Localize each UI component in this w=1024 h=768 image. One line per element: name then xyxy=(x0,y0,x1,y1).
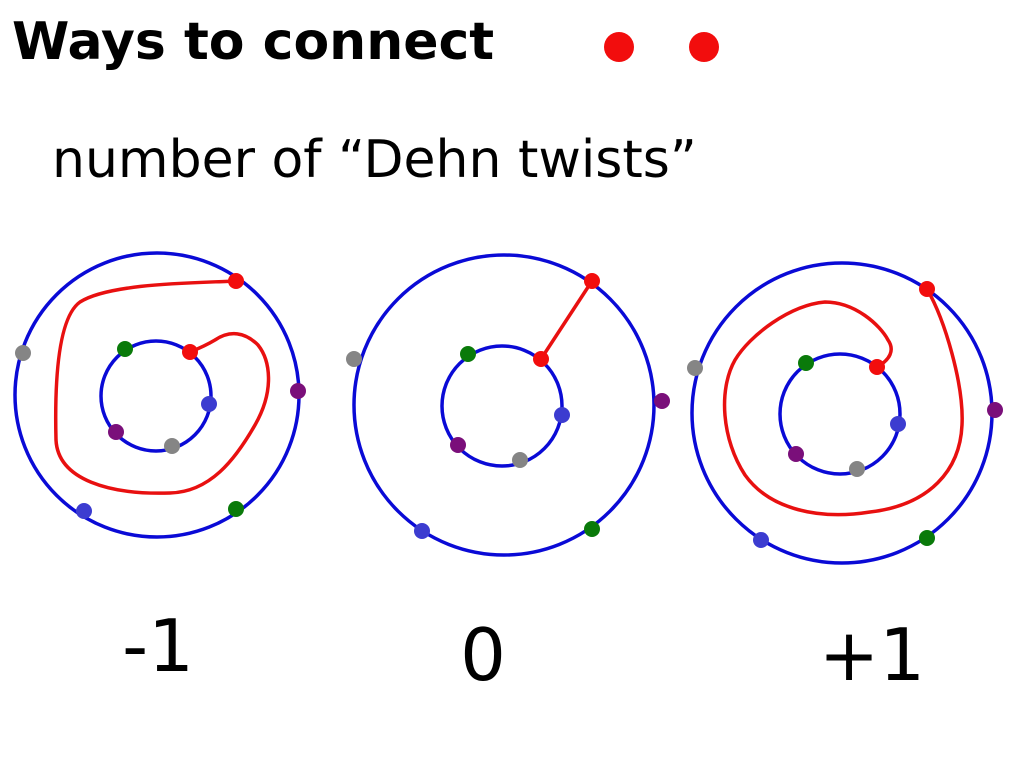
gray-marker xyxy=(687,360,703,376)
red-marker xyxy=(182,344,198,360)
twist-count-label: 0 xyxy=(460,613,506,697)
panel-plus-one xyxy=(687,261,1003,565)
connecting-path xyxy=(53,279,271,495)
connecting-path xyxy=(539,280,594,360)
red-marker xyxy=(869,359,885,375)
connecting-path xyxy=(722,288,964,517)
outer-markers xyxy=(15,273,306,519)
green-marker xyxy=(919,530,935,546)
red-dot-icon xyxy=(604,32,634,62)
inner-markers xyxy=(788,355,906,477)
outer-markers xyxy=(687,281,1003,548)
blue-marker xyxy=(890,416,906,432)
purple-marker xyxy=(108,424,124,440)
outer-ring xyxy=(690,261,994,565)
green-marker xyxy=(117,341,133,357)
outer-ring xyxy=(352,253,656,557)
panel-zero xyxy=(346,253,670,557)
gray-marker xyxy=(512,452,528,468)
blue-marker xyxy=(554,407,570,423)
purple-marker xyxy=(450,437,466,453)
green-marker xyxy=(798,355,814,371)
twist-count-label: +1 xyxy=(818,613,926,697)
purple-marker xyxy=(654,393,670,409)
inner-ring xyxy=(440,344,564,468)
purple-marker xyxy=(290,383,306,399)
red-marker xyxy=(584,273,600,289)
gray-marker xyxy=(849,461,865,477)
inner-markers xyxy=(108,341,217,454)
panel-minus-one xyxy=(13,251,306,539)
twist-count-label: -1 xyxy=(122,604,194,688)
outer-markers xyxy=(346,273,670,539)
inner-ring xyxy=(778,352,902,476)
inner-markers xyxy=(450,346,570,468)
green-marker xyxy=(460,346,476,362)
blue-marker xyxy=(414,523,430,539)
slide-title: Ways to connect xyxy=(12,12,495,72)
green-marker xyxy=(584,521,600,537)
red-marker xyxy=(228,273,244,289)
red-marker xyxy=(533,351,549,367)
gray-marker xyxy=(15,345,31,361)
purple-marker xyxy=(788,446,804,462)
slide-subtitle: number of “Dehn twists” xyxy=(52,130,697,190)
blue-marker xyxy=(753,532,769,548)
blue-marker xyxy=(76,503,92,519)
red-dot-icon xyxy=(689,32,719,62)
gray-marker xyxy=(346,351,362,367)
gray-marker xyxy=(164,438,180,454)
green-marker xyxy=(228,501,244,517)
red-marker xyxy=(919,281,935,297)
blue-marker xyxy=(201,396,217,412)
inner-ring xyxy=(99,339,213,453)
purple-marker xyxy=(987,402,1003,418)
